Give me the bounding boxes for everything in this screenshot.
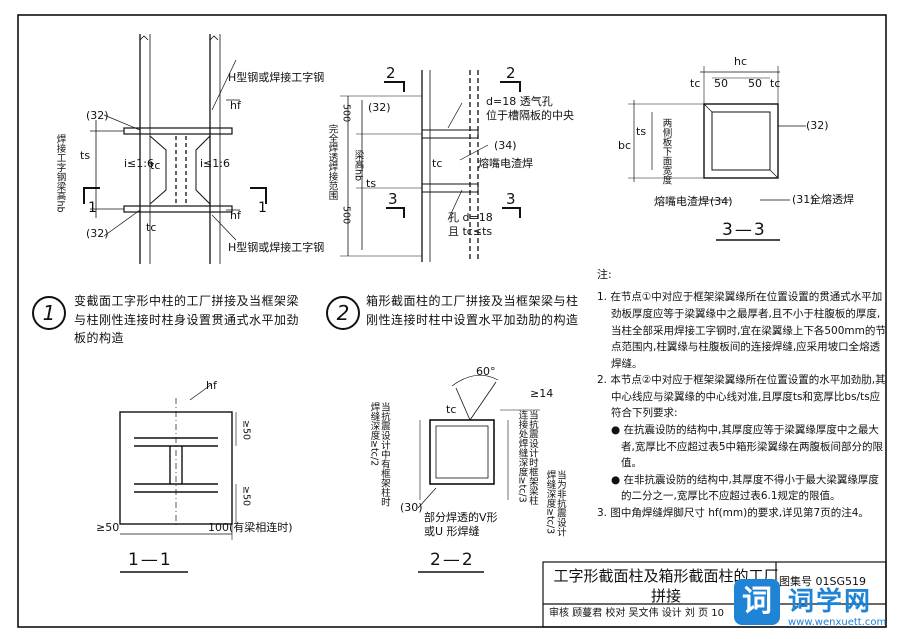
- detail1-ts: ts: [80, 149, 91, 162]
- detail1-weld-top: (32): [86, 109, 109, 122]
- note-2: 2. 本节点②中对应于框架梁翼缘所在位置设置的水平加劲肋,其中心线应与梁翼缘的中…: [597, 374, 886, 420]
- note-1: 1. 在节点①中对应于框架梁翼缘所在位置设置的贯通式水平加劲板厚度应等于梁翼缘中…: [597, 291, 886, 370]
- title-block-title: 工字形截面柱及箱形截面柱的工厂拼接: [553, 567, 779, 606]
- detail-1-drawing: [83, 34, 267, 264]
- d22-w30-text: 部分焊透的V形: [424, 511, 498, 524]
- d22-right-note: 当抗震设计时框架梁柱连接处焊缝深度≥tc/3: [516, 410, 538, 505]
- d22-right-note2: 当为非抗震设计焊缝深度≥tc/3: [544, 470, 566, 537]
- sheet-border: [17, 14, 887, 628]
- d33-ts: ts: [636, 125, 647, 138]
- detail-33-drawing: [628, 66, 806, 241]
- detail2-dim-500b: 500: [340, 206, 352, 225]
- detail1-slope-right: i≤1:6: [200, 157, 230, 170]
- detail2-hole2: 且 tc≤ts: [448, 225, 493, 238]
- d33-w32: (32): [806, 119, 829, 132]
- d11-ge50a: ≥50: [240, 420, 252, 441]
- detail2-weld34-text: 熔嘴电渣焊: [478, 157, 533, 170]
- title-block-figno: 图集号 01SG519: [779, 575, 866, 588]
- d33-w34-text: 熔嘴电渣焊: [654, 195, 709, 208]
- detail1-side-text: 焊接工字钢梁高hb: [54, 134, 66, 213]
- d33-bc: bc: [618, 139, 632, 152]
- section-33-title: 3—3: [722, 220, 767, 240]
- detail1-bottom-callout: H型钢或焊接工字钢: [228, 241, 325, 254]
- d33-w31: (31): [792, 193, 815, 206]
- d22-w30-text2: 或U 形焊缝: [424, 525, 480, 538]
- detail2-tc: tc: [432, 157, 443, 170]
- title-block: 工字形截面柱及箱形截面柱的工厂拼接 图集号 01SG519 审核 顾蔓君 校对 …: [543, 562, 883, 624]
- d22-left-note: 当抗震设计中有框架柱时焊缝深度≥tc/2: [368, 402, 390, 507]
- title-block-signatures: 审核 顾蔓君 校对 吴文伟 设计 刘 页 10: [549, 608, 724, 619]
- detail-22-drawing: [417, 374, 540, 573]
- note-3: 3. 图中角焊缝焊脚尺寸 hf(mm)的要求,详见第7页的注4。: [597, 506, 869, 519]
- detail1-top-callout: H型钢或焊接工字钢: [228, 71, 325, 84]
- detail-2-number: 2: [326, 296, 360, 330]
- detail2-dim-500a: 500: [340, 104, 352, 123]
- d33-w31-text: 全熔透焊: [810, 193, 854, 206]
- detail1-tc2: tc: [146, 221, 157, 234]
- d22-tc: tc: [446, 403, 457, 416]
- d11-ge50b: ≥50: [240, 486, 252, 507]
- detail-2-drawing: [340, 70, 521, 262]
- d11-ge50c: ≥50: [96, 521, 120, 534]
- watermark-url: www.wenxuett.com: [788, 617, 887, 628]
- detail1-cut-mark: 1: [258, 200, 267, 216]
- d11-100: 100(有梁相连时): [208, 521, 293, 534]
- detail1-cut-mark-left: 1: [88, 200, 97, 216]
- detail-1-caption: 变截面工字形中柱的工厂拼接及当框架梁与柱刚性连接时柱身设置贯通式水平加劲板的构造: [74, 294, 300, 346]
- notes-panel: 注: 1. 在节点①中对应于框架梁翼缘所在位置设置的贯通式水平加劲板厚度应等于梁…: [597, 266, 887, 521]
- detail2-vent: d=18 透气孔: [486, 95, 553, 108]
- detail2-cut-top-right: 2: [506, 64, 518, 82]
- detail-1-number: 1: [32, 296, 66, 330]
- detail-2-caption: 箱形截面柱的工厂拼接及当框架梁与柱刚性连接时柱中设置水平加劲肋的构造: [366, 294, 579, 327]
- section-11-title: 1—1: [128, 550, 173, 570]
- detail2-ts: ts: [366, 177, 377, 190]
- watermark-name: 词学网: [788, 587, 873, 617]
- watermark: 词 词学网 www.wenxuett.com: [734, 577, 894, 635]
- detail2-side-text: 完全焊透焊接范围: [326, 124, 338, 200]
- detail-11-drawing: [119, 383, 237, 573]
- detail1-hf-bottom: hf: [230, 209, 241, 222]
- d33-50b: 50: [748, 77, 762, 90]
- d33-side: 两侧板下面宽度: [660, 118, 672, 185]
- detail2-vent2: 位于槽隔板的中央: [486, 109, 574, 122]
- d22-h14: ≥14: [530, 387, 554, 400]
- detail1-hf-top: hf: [230, 99, 241, 112]
- detail1-slope-left: i≤1:6: [124, 157, 154, 170]
- detail2-cut3-left: 3: [388, 190, 400, 208]
- d33-w34: (34): [710, 195, 733, 208]
- note-2-bullet-2: ● 在非抗震设防的结构中,其厚度不得小于最大梁翼缘厚度的二分之一,宽厚比不应超过…: [611, 473, 879, 503]
- detail1-weld-bottom: (32): [86, 227, 109, 240]
- detail2-cut-top-left: 2: [386, 64, 398, 82]
- d33-hc: hc: [734, 55, 748, 68]
- d11-hf: hf: [206, 379, 217, 392]
- section-22-title: 2—2: [430, 550, 475, 570]
- d33-50a: 50: [714, 77, 728, 90]
- d22-angle: 60°: [476, 365, 496, 378]
- detail1-tc: tc: [150, 159, 161, 172]
- d33-tc-left: tc: [690, 77, 701, 90]
- note-2-bullet-1: ● 在抗震设防的结构中,其厚度应等于梁翼缘厚度中之最大者,宽厚比不应超过表5中箱…: [611, 424, 884, 470]
- watermark-logo: 词: [734, 579, 780, 625]
- detail2-hb: 梁高hb: [352, 150, 364, 182]
- detail2-cut3-right: 3: [506, 190, 518, 208]
- d33-tc-right: tc: [770, 77, 781, 90]
- notes-header: 注:: [597, 268, 612, 281]
- detail2-weld34: (34): [494, 139, 517, 152]
- detail2-hole: 孔 d=18: [448, 211, 493, 224]
- detail2-weld32: (32): [368, 101, 391, 114]
- d22-w30: (30): [400, 501, 423, 514]
